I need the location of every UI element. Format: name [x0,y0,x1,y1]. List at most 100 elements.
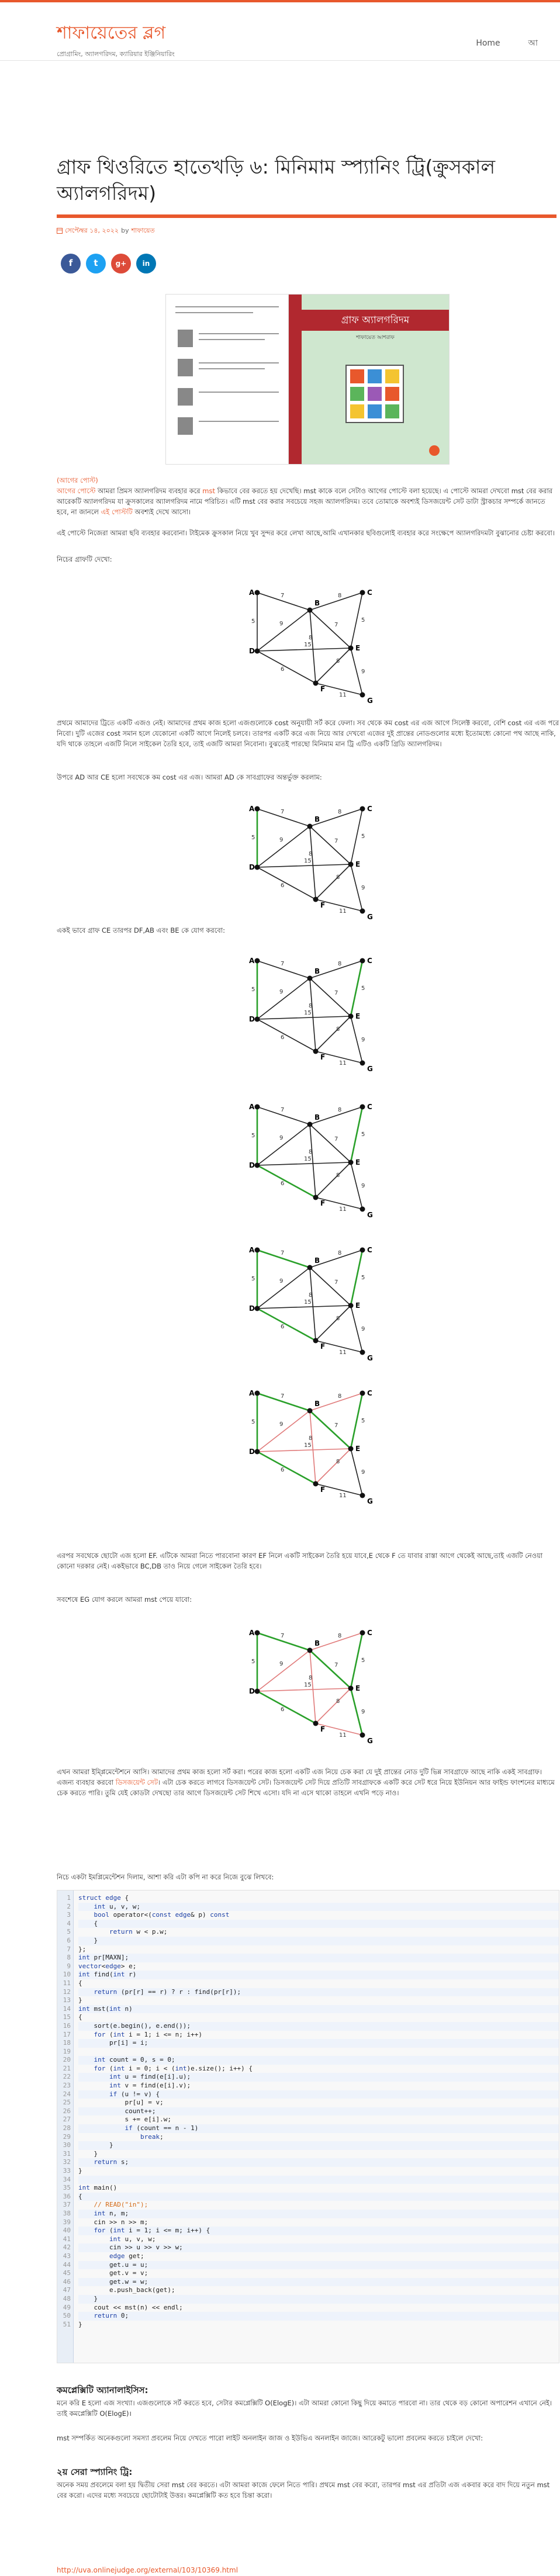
graph-edge-weight: 7 [334,1136,338,1142]
graph-edge-weight: 11 [339,1349,347,1356]
graph-node-label: F [320,1199,325,1207]
graph-node-label: B [314,1639,320,1647]
calendar-icon [57,227,63,234]
graph-edge-b-c [309,592,363,611]
graph-edge-b-d [257,1267,310,1309]
code-line: { [78,2192,559,2201]
nav-home[interactable]: Home [476,39,500,48]
graph-edge-b-c [309,1106,363,1125]
code-line: cin >> n >> m; [78,2218,148,2226]
graph-edge-weight: 8 [309,1003,312,1009]
book-author: শাফায়েত আশরাফ [356,335,395,341]
graph-node-label: B [314,599,320,607]
graph-edge-e-f [315,1162,351,1198]
code-line: bool operator<(const edge& p) const [94,1911,230,1919]
graph-edge-weight: 11 [339,1493,347,1499]
twitter-share-icon[interactable]: t [86,254,106,273]
graph-edge-weight: 9 [279,989,283,995]
publisher-logo-icon [429,445,440,456]
heading-second-best: ২য় সেরা স্প্যানিং ট্রি: [57,2467,133,2477]
graph-edge-a-b [257,960,310,979]
uva-problem-link[interactable]: http://uva.onlinejudge.org/external/103/… [57,2566,238,2574]
code-line: } [78,2149,98,2158]
graph-edge-d-f [257,1450,316,1485]
code-line: int main() [78,2184,117,2192]
graph-edge-d-e [257,1448,351,1452]
paragraph-second-best: অনেক সময় প্রবলেমে বলা হয় দ্বিতীয় সেরা… [57,2481,550,2499]
prev-post-link[interactable]: (আগের পোস্ট) [57,476,98,484]
graph-node-label: D [249,863,255,871]
graph-node-e [348,1303,354,1308]
graph-node-c [359,590,365,595]
graph-node-a [254,590,260,595]
google-plus-share-icon[interactable]: g+ [111,254,131,273]
book-cover-image[interactable]: গ্রাফ অ্যালগরিদম শাফায়েত আশরাফ [166,295,449,464]
graph-node-f [313,1338,319,1344]
graph-edge-weight: 8 [336,1698,340,1705]
linkedin-share-icon[interactable]: in [136,254,156,273]
code-line: } [78,1996,82,2004]
heading-complexity: কমপ্লেক্সিটি অ্যানালাইসিস: [57,2385,148,2395]
graph-node-label: E [355,1684,360,1692]
graph-edge-weight: 8 [336,1459,340,1465]
graph-edge-weight: 6 [281,882,284,889]
graph-edge-a-b [257,1632,310,1651]
graph-edge-weight: 5 [251,835,255,841]
graph-node-label: G [367,1211,373,1218]
disjoint-set-link[interactable]: ডিসজয়েন্ট সেট [115,1778,158,1786]
graph-node-a [254,806,260,812]
graph-node-label: D [249,1015,255,1023]
nav-more[interactable]: আ [528,39,538,48]
site-title[interactable]: শাফায়েতের ব্লগ [57,23,166,43]
post-author[interactable]: শাফায়েত [131,227,155,234]
post-date[interactable]: সেপ্টেম্বর ১৪, ২০২২ [65,227,119,234]
graph-edge-b-f [309,1650,316,1724]
graph-node-label: B [314,967,320,975]
graph-edge-e-f [315,648,351,684]
graph-edge-b-d [257,978,310,1020]
graph-edge-weight: 8 [338,1107,341,1113]
paragraph-eg-final: সবশেষে EG যোগ করলে আমরা mst পেয়ে যাবো: [57,1595,192,1604]
graph-edge-weight: 11 [339,908,347,915]
disjoint-set-post-link[interactable]: এই পোস্টটি [101,507,133,516]
prev-post-inline-link[interactable]: আগের পোস্টে [57,487,96,495]
graph-edge-weight: 11 [339,1060,347,1067]
graph-node-label: A [249,1246,255,1254]
graph-node-d [254,1016,260,1022]
graph-edge-weight: 9 [361,1183,365,1189]
graph-node-label: D [249,1687,255,1695]
graph-edge-f-g [315,1483,363,1496]
graph-node-label: A [249,588,255,597]
graph-edge-d-e [257,1305,351,1309]
graph-edge-weight: 7 [334,838,338,844]
code-line: sort(e.begin(), e.end()); [78,2021,559,2031]
graph-edge-weight: 6 [281,1034,284,1041]
code-line: return w < p.w; [109,1928,168,1936]
graph-edge-weight: 7 [281,961,284,967]
graph-edge-weight: 5 [251,986,255,993]
graph-node-label: G [367,1737,373,1744]
graph-node-c [359,1630,365,1636]
code-line: break; [140,2132,164,2141]
graph-edge-a-b [257,808,310,827]
graph-edge-weight: 5 [361,1275,365,1281]
graph-node-g [359,692,365,698]
graph-edge-e-f [315,864,351,900]
paragraph-code-intro: নিচে একটা ইমপ্লিমেন্টেশন দিলাম, আশা করি … [57,1873,274,1881]
code-line: get.u = u; [78,2260,559,2270]
graph-edge-e-f [315,1688,351,1724]
graph-edge-weight: 9 [279,837,283,843]
graph-node-b [307,1408,313,1414]
graph-edge-weight: 8 [338,1633,341,1639]
code-line: e.push_back(get); [78,2286,175,2294]
graph-edge-weight: 8 [338,593,341,599]
graph-node-f [313,680,319,686]
graph-node-g [359,908,365,914]
main-nav: Home আ [476,37,538,50]
graph-node-label: C [367,1389,372,1397]
graph-edge-b-c [309,1632,363,1651]
facebook-share-icon[interactable]: f [61,254,81,273]
graph-edge-b-d [257,826,310,868]
